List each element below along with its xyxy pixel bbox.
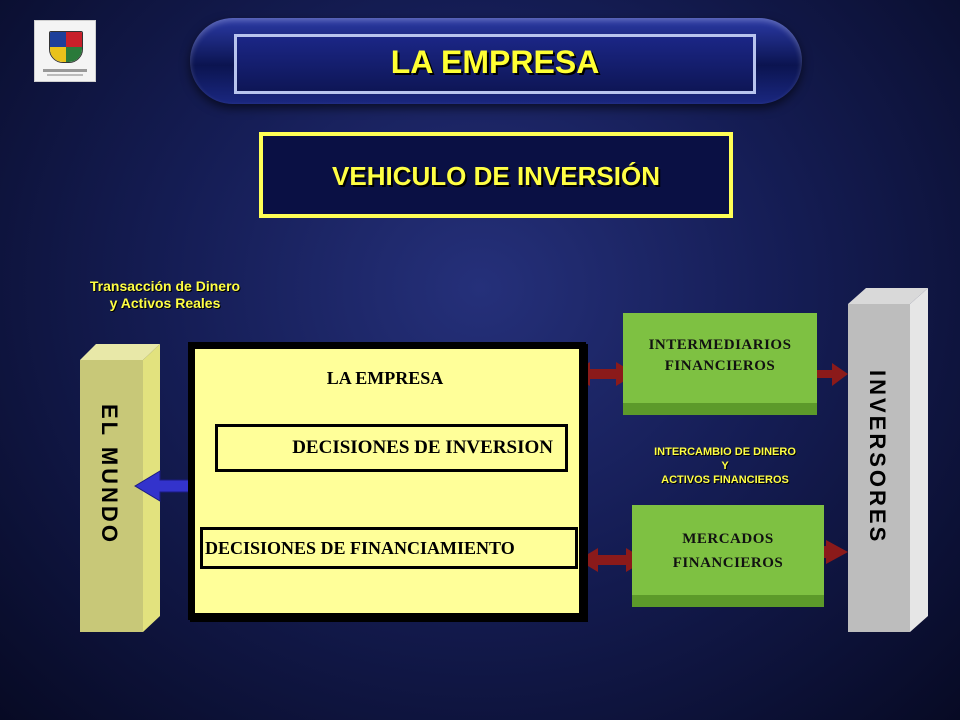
exchange-line-3: ACTIVOS FINANCIEROS (661, 474, 789, 486)
intermediarios-line-1: INTERMEDIARIOS (648, 337, 792, 353)
inversores-label: INVERSORES (865, 370, 890, 545)
intermediarios-box: INTERMEDIARIOS FINANCIEROS (623, 313, 817, 415)
el-mundo-label: EL MUNDO (97, 404, 122, 545)
subtitle-box: VEHICULO DE INVERSIÓN (259, 132, 733, 218)
mercados-line-1: MERCADOS (682, 531, 774, 547)
exchange-caption: INTERCAMBIO DE DINERO Y ACTIVOS FINANCIE… (630, 445, 820, 487)
empresa-box (188, 342, 586, 620)
caption-line-1: Transacción de Dinero (89, 278, 241, 294)
coat-of-arms-icon (49, 31, 83, 63)
red-arrow-empresa-intermediarios (570, 362, 636, 386)
mercados-box: MERCADOS FINANCIEROS (632, 505, 824, 607)
title-frame (234, 34, 756, 94)
intermediarios-line-2: FINANCIEROS (664, 358, 776, 374)
mercados-line-2: FINANCIEROS (672, 555, 784, 571)
exchange-line-1: INTERCAMBIO DE DINERO (654, 446, 796, 458)
caption-line-2: y Activos Reales (109, 295, 221, 311)
page-title: LA EMPRESA (390, 44, 600, 80)
financing-decisions-box: DECISIONES DE FINANCIAMIENTO (200, 527, 578, 569)
exchange-line-2: Y (721, 460, 729, 472)
university-logo (34, 20, 96, 82)
inversores-pillar (848, 288, 928, 632)
el-mundo-pillar (80, 344, 160, 632)
empresa-label: LA EMPRESA (326, 368, 444, 388)
red-arrow-empresa-mercados (578, 548, 646, 572)
investment-decisions-box: DECISIONES DE INVERSION (215, 424, 568, 472)
money-transaction-caption: Transacción de Dinero y Activos Reales (60, 278, 270, 312)
